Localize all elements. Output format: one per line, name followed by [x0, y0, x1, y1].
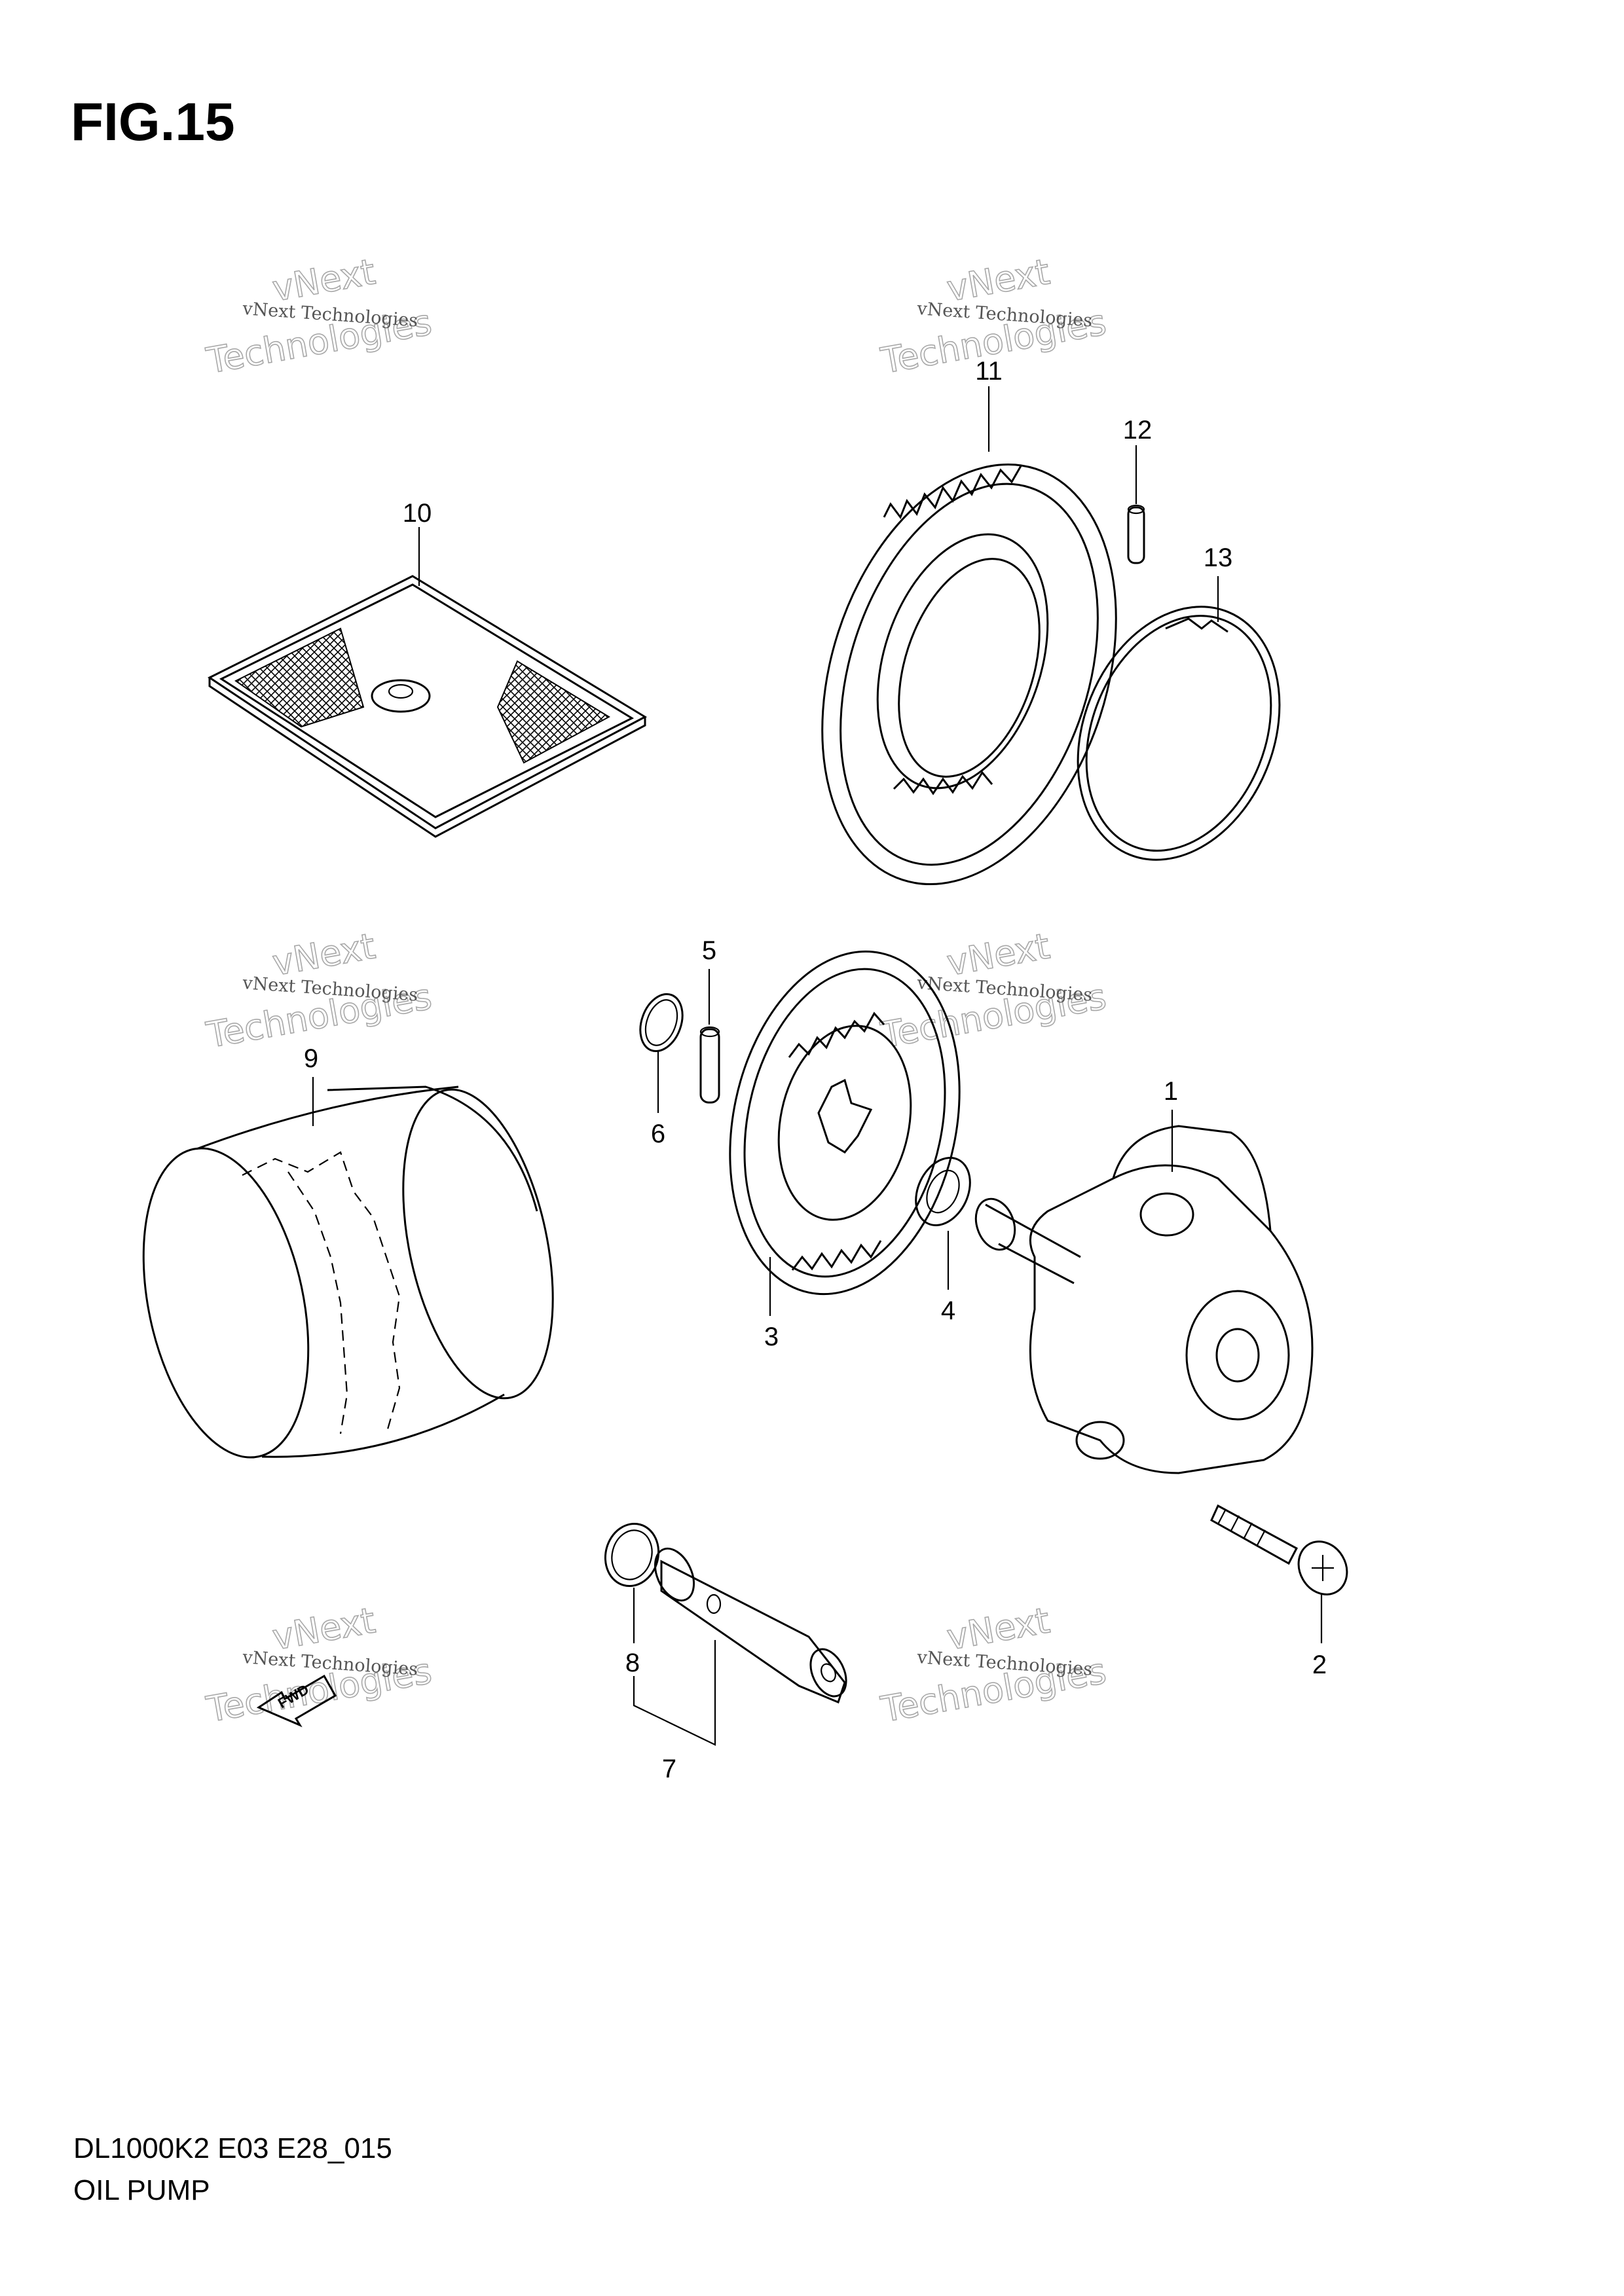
part-2-bolt [1210, 1504, 1348, 1595]
part-10-oil-strainer [208, 575, 648, 838]
part-1-oil-pump-assy [974, 1125, 1314, 1474]
figure-footer: DL1000K2 E03 E28_015 OIL PUMP [73, 2128, 392, 2212]
part-8-o-ring [604, 1522, 660, 1588]
callout-labels: 10 11 12 13 9 5 6 1 4 3 2 8 7 [304, 357, 1327, 1783]
figure-title: FIG.15 [71, 92, 235, 152]
callout-5: 5 [702, 936, 716, 965]
callout-13: 13 [1204, 543, 1233, 572]
svg-text:vNext: vNext [269, 251, 378, 309]
callout-1: 1 [1164, 1077, 1178, 1106]
watermark-mid-left: Technologies vNext vNext Technologies [203, 925, 435, 1057]
callout-10: 10 [403, 499, 432, 528]
part-4-washer [915, 1156, 971, 1227]
watermark-layer: Technologies vNext vNext Technologies Te… [203, 251, 1110, 1731]
callout-7: 7 [662, 1755, 676, 1783]
section-name: OIL PUMP [73, 2174, 210, 2206]
watermark-low-center: Technologies vNext vNext Technologies [877, 1599, 1110, 1731]
watermark-low-left: Technologies vNext vNext Technologies [203, 1599, 435, 1731]
svg-text:vNext: vNext [944, 1599, 1052, 1658]
part-3-drive-gear [729, 950, 961, 1296]
part-5-pin [699, 1026, 720, 1104]
callout-2: 2 [1312, 1650, 1327, 1679]
leader-lines [312, 386, 1323, 1746]
model-code: DL1000K2 E03 E28_015 [73, 2132, 392, 2164]
svg-text:vNext: vNext [944, 251, 1052, 309]
part-13-circlip [1077, 606, 1281, 861]
part-7-relief-valve [654, 1547, 847, 1704]
callout-11: 11 [975, 357, 1003, 386]
svg-text:vNext: vNext [944, 925, 1052, 983]
callout-8: 8 [625, 1649, 640, 1677]
svg-text:vNext: vNext [269, 925, 378, 983]
part-6-circlip-small [639, 993, 684, 1053]
callout-4: 4 [941, 1296, 955, 1325]
part-11-driven-gear [821, 464, 1117, 885]
callout-9: 9 [304, 1044, 318, 1073]
watermark-top-center: Technologies vNext vNext Technologies [877, 251, 1110, 382]
part-12-pin [1127, 504, 1145, 564]
watermark-top-left: Technologies vNext vNext Technologies [203, 251, 435, 382]
callout-6: 6 [651, 1120, 665, 1148]
callout-12: 12 [1123, 416, 1153, 445]
part-9-oil-filter [142, 1085, 554, 1459]
svg-text:vNext: vNext [269, 1599, 378, 1658]
callout-3: 3 [764, 1322, 779, 1351]
